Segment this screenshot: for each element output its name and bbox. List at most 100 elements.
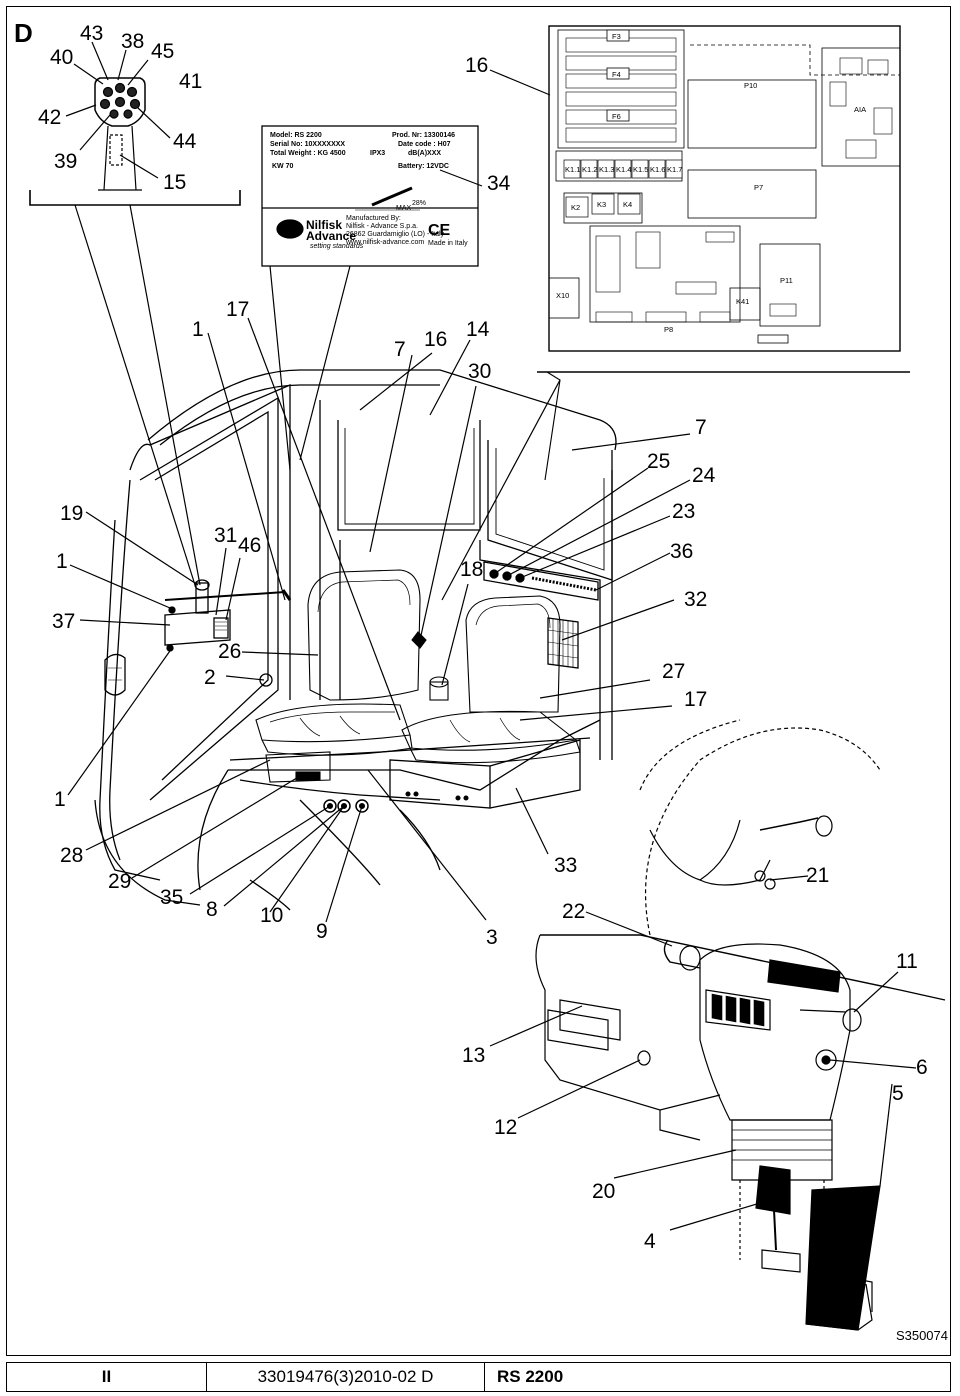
made-in: Made in Italy — [428, 240, 468, 247]
maker-line-3: 26862 Guardamiglio (LO) - Italy — [346, 231, 445, 238]
callout-1-lower: 1 — [54, 788, 66, 811]
joystick-inset — [29, 77, 241, 206]
relay-k1-4: K1.4 — [616, 165, 631, 174]
callout-25: 25 — [647, 450, 670, 473]
callout-14: 14 — [466, 318, 490, 341]
seats — [255, 569, 581, 813]
callout-13: 13 — [462, 1044, 485, 1067]
connector-p11: P11 — [780, 276, 793, 285]
callout-12: 12 — [494, 1116, 517, 1139]
plate-slope: 28% — [412, 200, 426, 207]
fuse-panel — [548, 25, 901, 352]
callout-31: 31 — [214, 524, 237, 547]
callout-10: 10 — [260, 904, 283, 927]
callout-18: 18 — [460, 558, 483, 581]
callout-28: 28 — [60, 844, 83, 867]
connector-k41: K41 — [736, 297, 749, 306]
plate-model: Model: RS 2200 — [270, 132, 322, 139]
drawing-frame — [6, 6, 951, 1356]
fuse-f4: F4 — [612, 70, 621, 79]
callout-36: 36 — [670, 540, 693, 563]
fuse-panel-labels: F3 F4 F6 K1.1 K1.2 K1.3 K1.4 K1.5 K1.6 K… — [556, 29, 866, 334]
callout-44: 44 — [173, 130, 197, 153]
plate-kw: KW 70 — [272, 163, 294, 170]
cab-body — [94, 369, 617, 911]
connector-p7: P7 — [754, 183, 763, 192]
callout-21: 21 — [806, 864, 829, 887]
callout-39: 39 — [54, 150, 77, 173]
callout-16-top: 16 — [465, 54, 488, 77]
brand-name-1: Nilfisk — [306, 218, 342, 232]
relay-k4: K4 — [623, 200, 632, 209]
plate-battery: Battery: 12VDC — [398, 163, 449, 170]
callout-29: 29 — [108, 870, 131, 893]
rating-plate — [261, 125, 479, 267]
footer-bar: II 33019476(3)2010-02 D RS 2200 — [6, 1362, 951, 1392]
relay-k1-1: K1.1 — [565, 165, 580, 174]
callout-27: 27 — [662, 660, 685, 683]
callout-17-top: 17 — [226, 298, 249, 321]
callout-23: 23 — [672, 500, 695, 523]
callout-6: 6 — [916, 1056, 928, 1079]
callout-24: 24 — [692, 464, 716, 487]
relay-k2: K2 — [571, 203, 580, 212]
plate-weight: Total Weight : KG 4500 — [270, 150, 346, 157]
connector-x10: X10 — [556, 291, 569, 300]
footer-page: II — [7, 1363, 207, 1391]
callout-33: 33 — [554, 854, 577, 877]
callout-9: 9 — [316, 920, 328, 943]
callout-1-top: 1 — [192, 318, 204, 341]
callout-16-cab: 16 — [424, 328, 447, 351]
relay-k1-3: K1.3 — [599, 165, 614, 174]
callout-37: 37 — [52, 610, 75, 633]
connector-p8: P8 — [664, 325, 673, 334]
leader-lines — [65, 41, 917, 1231]
relay-k3: K3 — [597, 200, 606, 209]
callout-40: 40 — [50, 46, 73, 69]
plate-slope-small: MAX — [396, 205, 412, 212]
callout-42: 42 — [38, 106, 61, 129]
callout-45: 45 — [151, 40, 174, 63]
callout-34: 34 — [487, 172, 511, 195]
plate-prod-nr: Prod. Nr: 13300146 — [392, 132, 455, 139]
callout-3: 3 — [486, 926, 498, 949]
cab-diagram: D Model: RS 2200 Prod. Nr: 13300146 Seri… — [14, 18, 946, 1331]
callout-20: 20 — [592, 1180, 615, 1203]
footer-document: 33019476(3)2010-02 D — [207, 1363, 485, 1391]
relay-k1-6: K1.6 — [650, 165, 665, 174]
callout-1-door: 1 — [56, 550, 68, 573]
plate-ipx: IPX3 — [370, 150, 385, 157]
callout-41: 41 — [179, 70, 202, 93]
rating-plate-text: Model: RS 2200 Prod. Nr: 13300146 Serial… — [270, 132, 468, 250]
connector-aia: AIA — [854, 105, 866, 114]
callout-2: 2 — [204, 666, 216, 689]
brand-name-2: Advance — [306, 229, 356, 243]
callout-19: 19 — [60, 502, 83, 525]
plate-db: dB(A)XXX — [408, 150, 441, 157]
callout-35: 35 — [160, 886, 183, 909]
maker-line-2: Nilfisk - Advance S.p.a. — [346, 223, 418, 230]
brand-tagline: setting standards — [310, 243, 364, 250]
callout-26: 26 — [218, 640, 241, 663]
fuse-f6: F6 — [612, 112, 621, 121]
callout-17-right: 17 — [684, 688, 707, 711]
callout-38: 38 — [121, 30, 144, 53]
fuse-f3: F3 — [612, 32, 621, 41]
callout-5: 5 — [892, 1082, 904, 1105]
connector-p10: P10 — [744, 81, 757, 90]
relay-k1-5: K1.5 — [633, 165, 648, 174]
callout-11: 11 — [896, 950, 918, 973]
callout-4: 4 — [644, 1230, 656, 1253]
plate-date-code: Date code : H07 — [398, 141, 451, 148]
maker-line-1: Manufactured By: — [346, 215, 401, 222]
callout-32: 32 — [684, 588, 707, 611]
relay-k1-2: K1.2 — [582, 165, 597, 174]
callout-7-left: 7 — [394, 338, 406, 361]
steering-inset — [535, 719, 946, 1331]
callout-46: 46 — [238, 534, 261, 557]
relay-k1-7: K1.7 — [667, 165, 682, 174]
callout-labels: 43 38 40 45 41 42 44 39 15 16 34 17 1 7 … — [38, 22, 928, 1253]
ce-mark: CE — [428, 222, 451, 239]
callout-8: 8 — [206, 898, 218, 921]
drawing-code: S350074 — [895, 1328, 948, 1343]
